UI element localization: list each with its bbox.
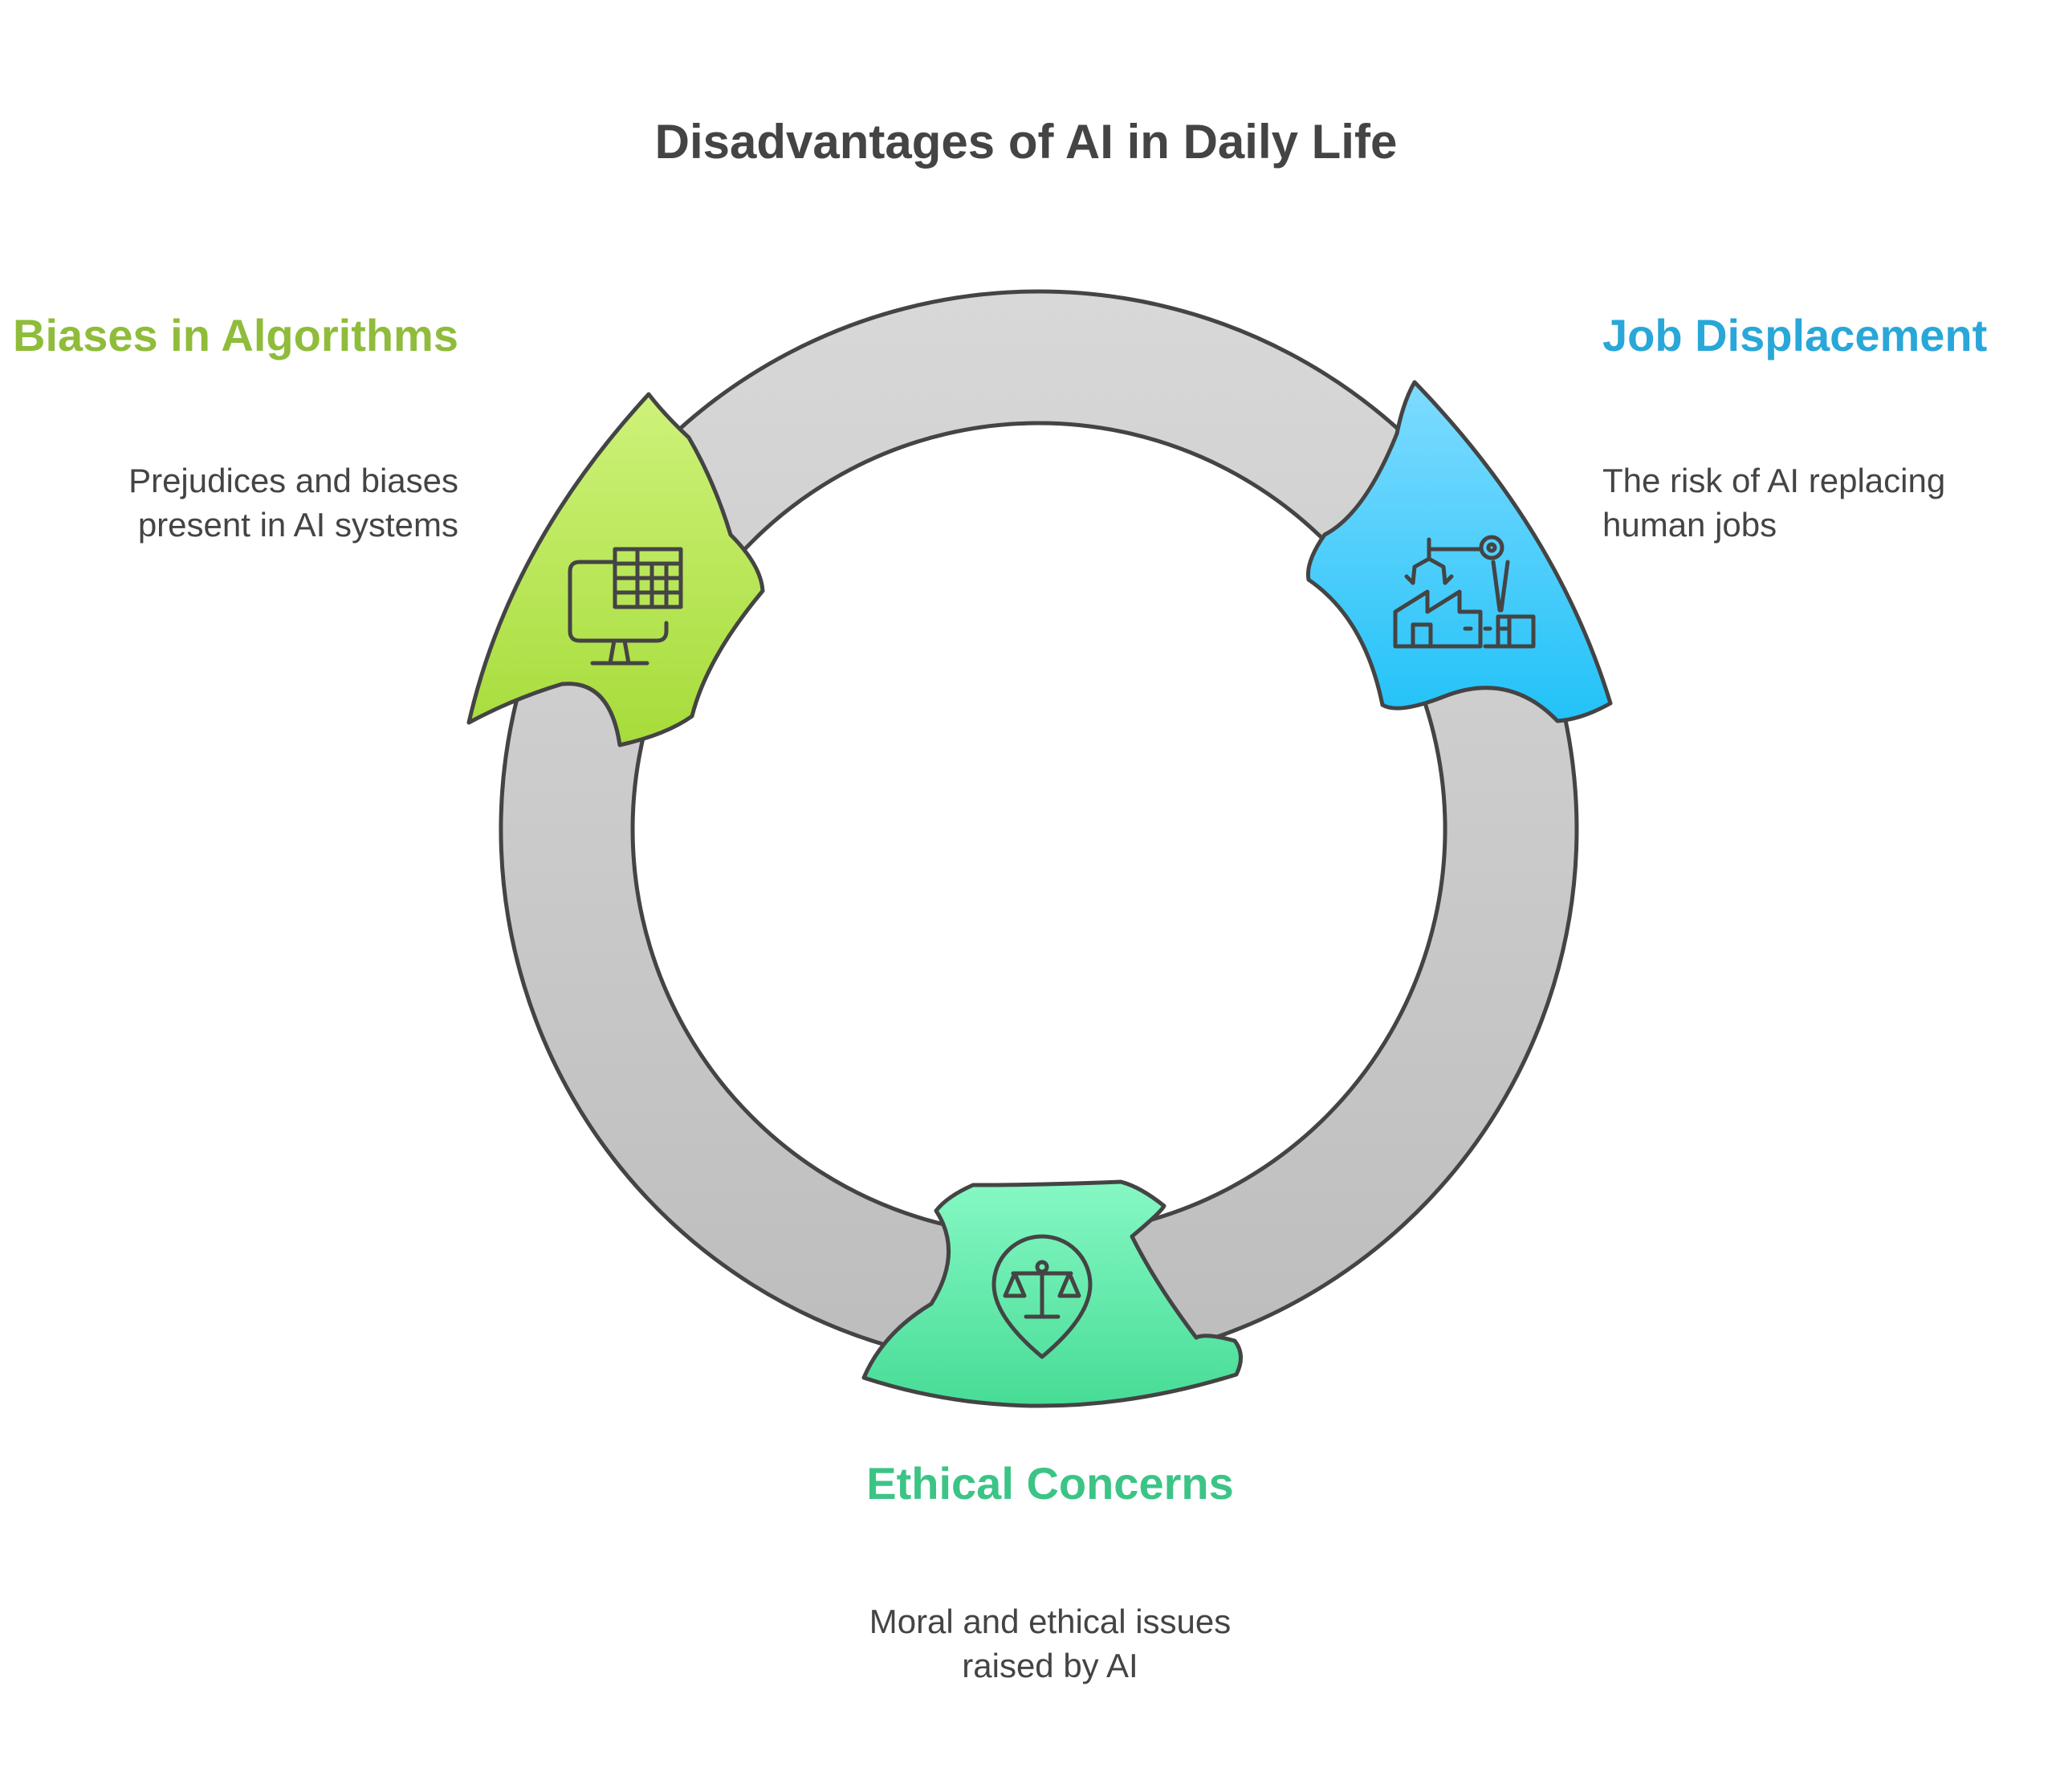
segment-label-biases: Biases in Algorithms xyxy=(13,310,458,360)
segment-label-ethical-concerns: Ethical Concerns xyxy=(866,1458,1234,1509)
diagram-title: Disadvantages of AI in Daily Life xyxy=(654,115,1398,169)
robotic-arm-factory-icon xyxy=(1393,535,1536,649)
segment-description-job-displacement: The risk of AI replacing human jobs xyxy=(1602,462,1946,544)
segment-description-ethical-concerns: Moral and ethical issues raised by AI xyxy=(869,1603,1232,1684)
segment-description-biases: Prejudices and biases present in AI syst… xyxy=(128,462,458,544)
segment-label-job-displacement: Job Displacement xyxy=(1602,310,1988,360)
ethical-concerns-arrow xyxy=(861,1179,1243,1408)
scales-pin-icon xyxy=(991,1234,1093,1359)
computer-table-icon xyxy=(568,547,683,666)
